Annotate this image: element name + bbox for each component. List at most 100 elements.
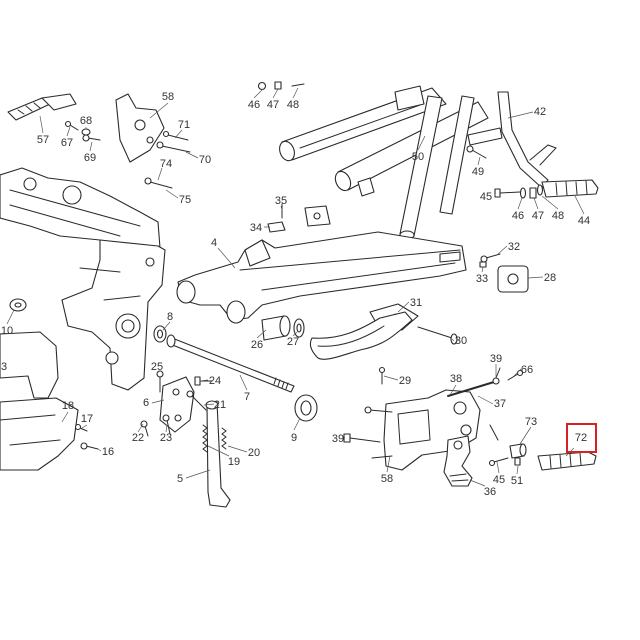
callout-27: 27 (287, 336, 299, 348)
callout-50: 50 (412, 151, 424, 163)
callout-46-right: 46 (512, 210, 524, 222)
bolt-23 (166, 419, 171, 435)
footrest-plate-hole-upper (453, 401, 467, 415)
bolt-45-lower (493, 457, 509, 463)
washer-10-hole (14, 302, 22, 308)
callout-48-right: 48 (552, 210, 564, 222)
bolt-30 (417, 326, 453, 339)
clip-34 (267, 221, 286, 233)
frame-hole-lower (105, 351, 119, 365)
brake-rod-end (492, 377, 500, 385)
axle-7-head (166, 334, 176, 348)
bolt-67-head (64, 120, 72, 128)
bolt-67 (69, 124, 79, 131)
callout-6: 6 (143, 397, 149, 409)
block-28-hole (507, 273, 519, 285)
bolt-66 (507, 373, 519, 381)
frame-lower-rail-detail (0, 414, 61, 446)
bolt-17 (79, 427, 88, 432)
callout-labels: 58 68 71 57 67 69 70 74 75 46 47 48 42 5… (1, 91, 590, 498)
callout-26: 26 (251, 339, 263, 351)
callout-22: 22 (132, 432, 144, 444)
block-35-hole (313, 212, 321, 220)
swingarm-pivot-right (226, 300, 246, 324)
callout-58: 58 (162, 91, 174, 103)
footpeg-57-ribs (17, 102, 41, 115)
chain-slider (309, 311, 413, 360)
callout-19: 19 (228, 456, 240, 468)
callout-17: 17 (81, 413, 93, 425)
callout-66: 66 (521, 364, 533, 376)
brake-rod-37 (447, 381, 495, 397)
callout-39-top: 39 (490, 353, 502, 365)
bolt-69-head (82, 134, 90, 142)
bracket-58-hole-small (146, 136, 154, 144)
bolt-22-head (140, 420, 148, 428)
subframe-top-rail-end (279, 140, 295, 162)
axle-7-thread (273, 377, 289, 390)
footrest-plate-hole-lower (460, 424, 472, 436)
callout-35: 35 (275, 195, 287, 207)
plate-screw-upper-head (364, 406, 372, 414)
spring-20 (221, 427, 227, 450)
callout-58-lower: 58 (381, 473, 393, 485)
callout-8: 8 (167, 311, 173, 323)
callout-47-top: 47 (267, 99, 279, 111)
callout-57: 57 (37, 134, 49, 146)
callout-31: 31 (410, 297, 422, 309)
callout-5: 5 (177, 473, 183, 485)
brake-pedal-ribs (449, 473, 469, 482)
stand-bracket-hole-lower (174, 414, 182, 422)
nut-51 (514, 457, 521, 466)
frame-plate-detail (79, 267, 141, 301)
bolt-23-head (162, 414, 170, 422)
highlighted-callout: 72 (566, 423, 597, 453)
bushing-26-end (279, 315, 291, 337)
stand-bracket-hole-upper (172, 388, 180, 396)
callout-34: 34 (250, 222, 262, 234)
swingarm-axle-slot (439, 251, 461, 263)
footpeg-57-arm (41, 93, 77, 111)
callout-39-left: 39 (332, 433, 344, 445)
bolt-24-head (194, 376, 201, 386)
callout-23: 23 (160, 432, 172, 444)
bolt-48-top (291, 83, 305, 87)
nut-47-top (274, 81, 282, 90)
side-stand-assembly (74, 370, 231, 508)
frame-lower-left-piece (0, 331, 59, 399)
subframe-tab (357, 177, 375, 197)
callout-45-lower: 45 (493, 474, 505, 486)
washer-8-hole (156, 329, 164, 339)
bolt-21-head (186, 390, 194, 398)
chain-slider-edge (317, 325, 385, 347)
bolt-39-top (495, 367, 501, 379)
bolt-16-head (80, 442, 88, 450)
bolt-71-head (162, 130, 170, 138)
callout-28: 28 (544, 272, 556, 284)
bracket-58-hole (134, 119, 146, 131)
bolt-39-left (349, 437, 381, 443)
frame-upper-beam-detail (9, 189, 141, 237)
callout-45-right: 45 (480, 191, 492, 203)
stand-lever-hook (529, 144, 557, 166)
nut-68 (81, 128, 91, 136)
footpeg-44-ribs (555, 180, 588, 196)
callout-69: 69 (84, 152, 96, 164)
callout-16: 16 (102, 446, 114, 458)
bolt-45 (499, 191, 521, 194)
bolt-30-head (450, 333, 458, 345)
bolt-16 (85, 445, 99, 450)
frame-upper-beam (0, 167, 161, 249)
callout-74: 74 (160, 158, 172, 170)
nut-9-face (300, 400, 312, 416)
side-stand-5 (206, 401, 231, 508)
callout-7: 7 (244, 391, 250, 403)
footpeg-72-ribs (549, 452, 582, 469)
subframe-lug (394, 85, 425, 111)
callout-44: 44 (578, 215, 590, 227)
callout-36: 36 (484, 486, 496, 498)
callout-21: 21 (214, 399, 226, 411)
bolt-71 (167, 134, 189, 141)
frame-side-plate (61, 239, 166, 391)
